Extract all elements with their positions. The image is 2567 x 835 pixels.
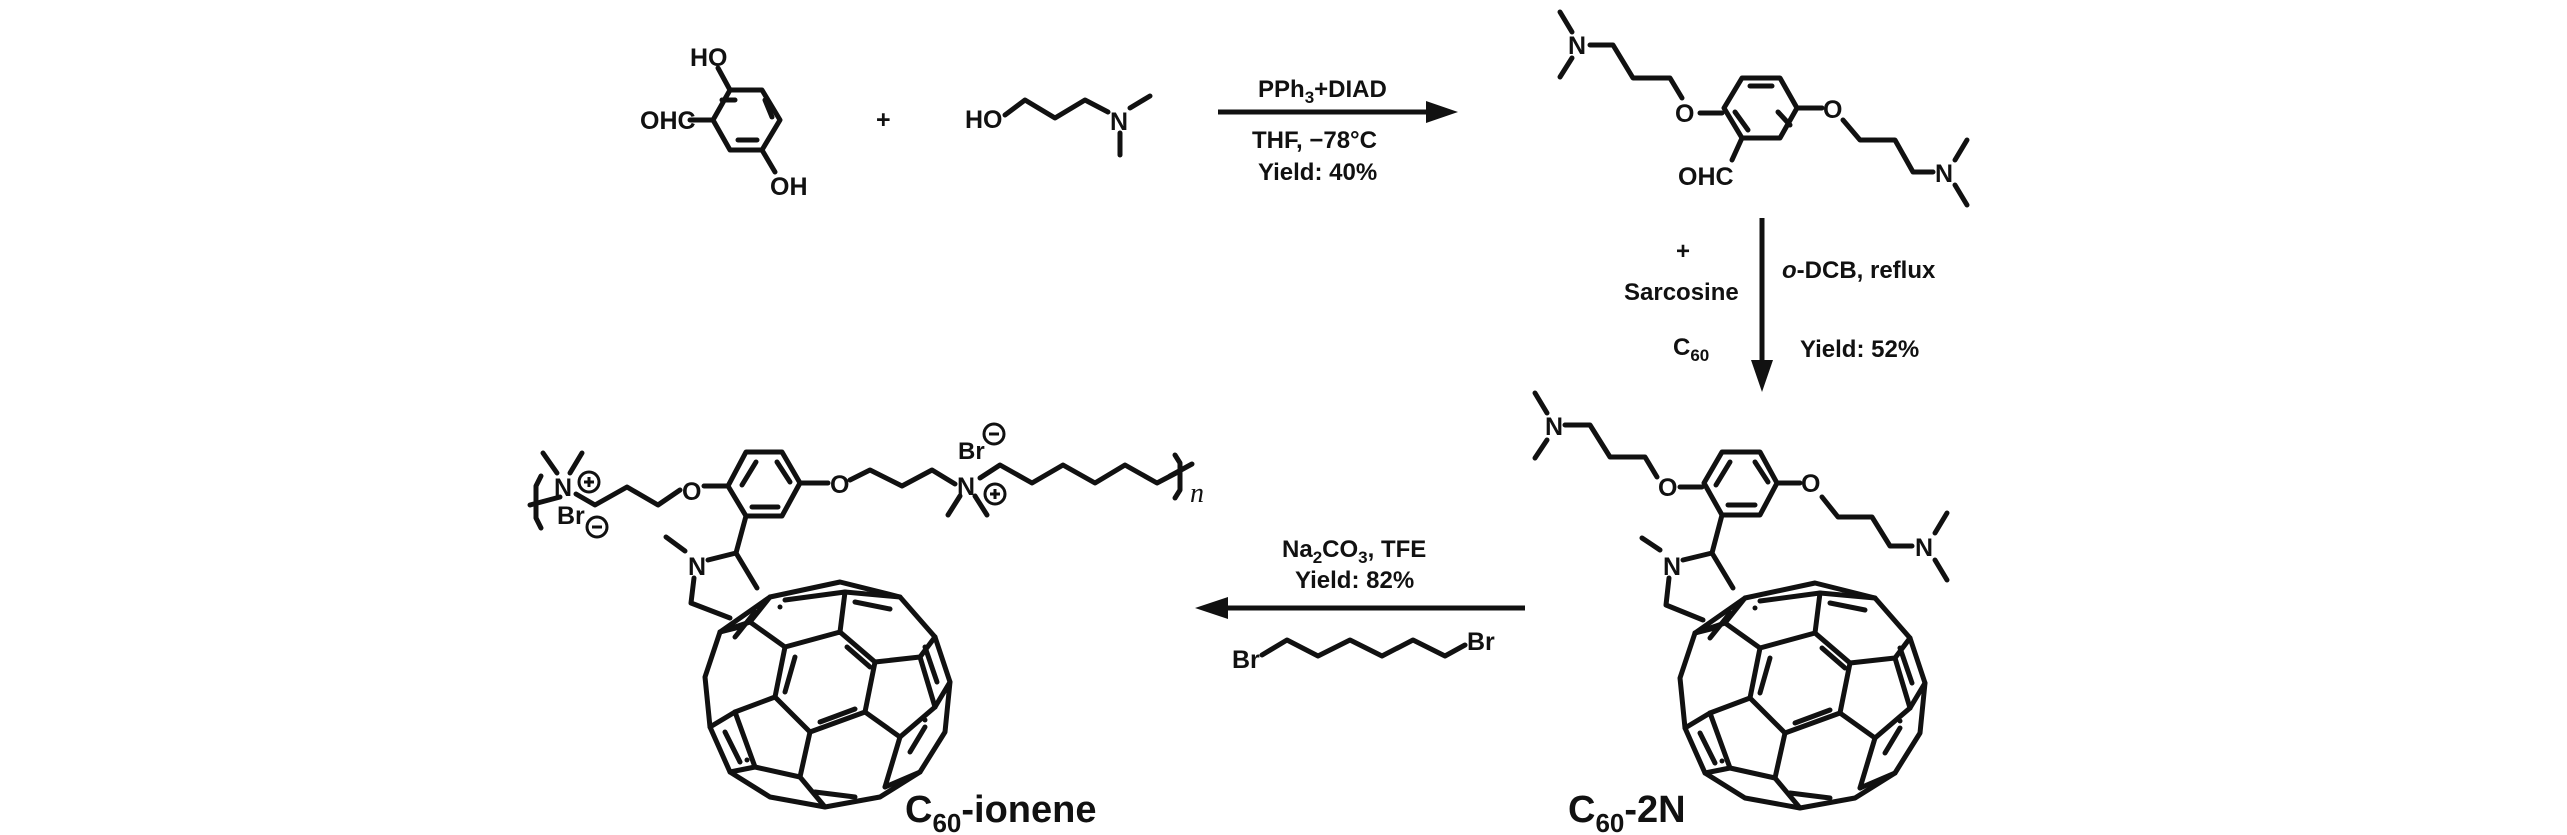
step2-arrow: + Sarcosine C60 o-DCB, reflux Yield: 52%: [1624, 218, 1936, 392]
n-right-label: N: [1935, 160, 1953, 188]
product-c60-ionene: N Br O O Br N n N: [527, 422, 1204, 835]
br-right-label: Br: [1467, 628, 1495, 656]
ho-label: HO: [965, 106, 1003, 134]
n-left-label: N: [554, 474, 572, 502]
br-left-label: Br: [557, 502, 585, 530]
oh-bottom-label: OH: [770, 173, 808, 201]
step1-arrow: PPh3+DIAD THF, −78°C Yield: 40%: [1218, 76, 1458, 186]
c60-fullerene-icon: [705, 582, 950, 807]
product1-name: C60-2N: [1568, 789, 1686, 835]
step2-reagent-c60: C60: [1673, 334, 1709, 365]
oh-top-label: HO: [690, 44, 728, 72]
intermediate-bisamine-aldehyde: N O O N OHC: [1557, 9, 1970, 208]
step1-conditions: THF, −78°C: [1252, 127, 1377, 154]
cho-label: OHC: [1678, 163, 1734, 191]
step2-reagent-sarcosine: Sarcosine: [1624, 279, 1739, 306]
br-right-label: Br: [958, 438, 985, 465]
n-left-label: N: [1545, 413, 1563, 441]
n-label: N: [1110, 108, 1128, 136]
o-left-label: O: [1675, 100, 1694, 128]
n-pyrrolidine-label: N: [1663, 553, 1681, 581]
cho-label: OHC: [640, 107, 696, 135]
product2-name: C60-ionene: [905, 789, 1097, 835]
reactant-dihydroxybenzaldehyde: HO OHC OH: [640, 44, 808, 201]
o-right-label: O: [830, 471, 849, 499]
c60-fullerene-icon: [1680, 583, 1925, 808]
product-c60-2n: N O O N N C60-2N: [1532, 390, 1950, 835]
repeat-unit-n: n: [1190, 478, 1204, 509]
n-left-label: N: [1568, 32, 1586, 60]
o-left-label: O: [1658, 474, 1677, 502]
step2-plus: +: [1676, 238, 1690, 265]
n-right-label: N: [1915, 534, 1933, 562]
step1-yield: Yield: 40%: [1258, 159, 1377, 186]
o-right-label: O: [1801, 470, 1820, 498]
o-left-label: O: [682, 478, 701, 506]
step3-reagent: Na2CO3, TFE: [1282, 536, 1426, 567]
step2-solvent: o-DCB, reflux: [1782, 257, 1936, 284]
step1-reagent: PPh3+DIAD: [1258, 76, 1387, 107]
step3-yield: Yield: 82%: [1295, 567, 1414, 594]
reactant-dimethylaminopropanol: HO N: [965, 93, 1153, 158]
n-right-label: N: [957, 473, 975, 501]
br-left-label: Br: [1232, 646, 1260, 674]
n-pyrrolidine-label: N: [688, 553, 706, 581]
o-right-label: O: [1823, 96, 1842, 124]
plus-sign: +: [876, 106, 891, 134]
step2-yield: Yield: 52%: [1800, 336, 1919, 363]
step3-arrow: Na2CO3, TFE Yield: 82% Br Br: [1195, 536, 1525, 674]
